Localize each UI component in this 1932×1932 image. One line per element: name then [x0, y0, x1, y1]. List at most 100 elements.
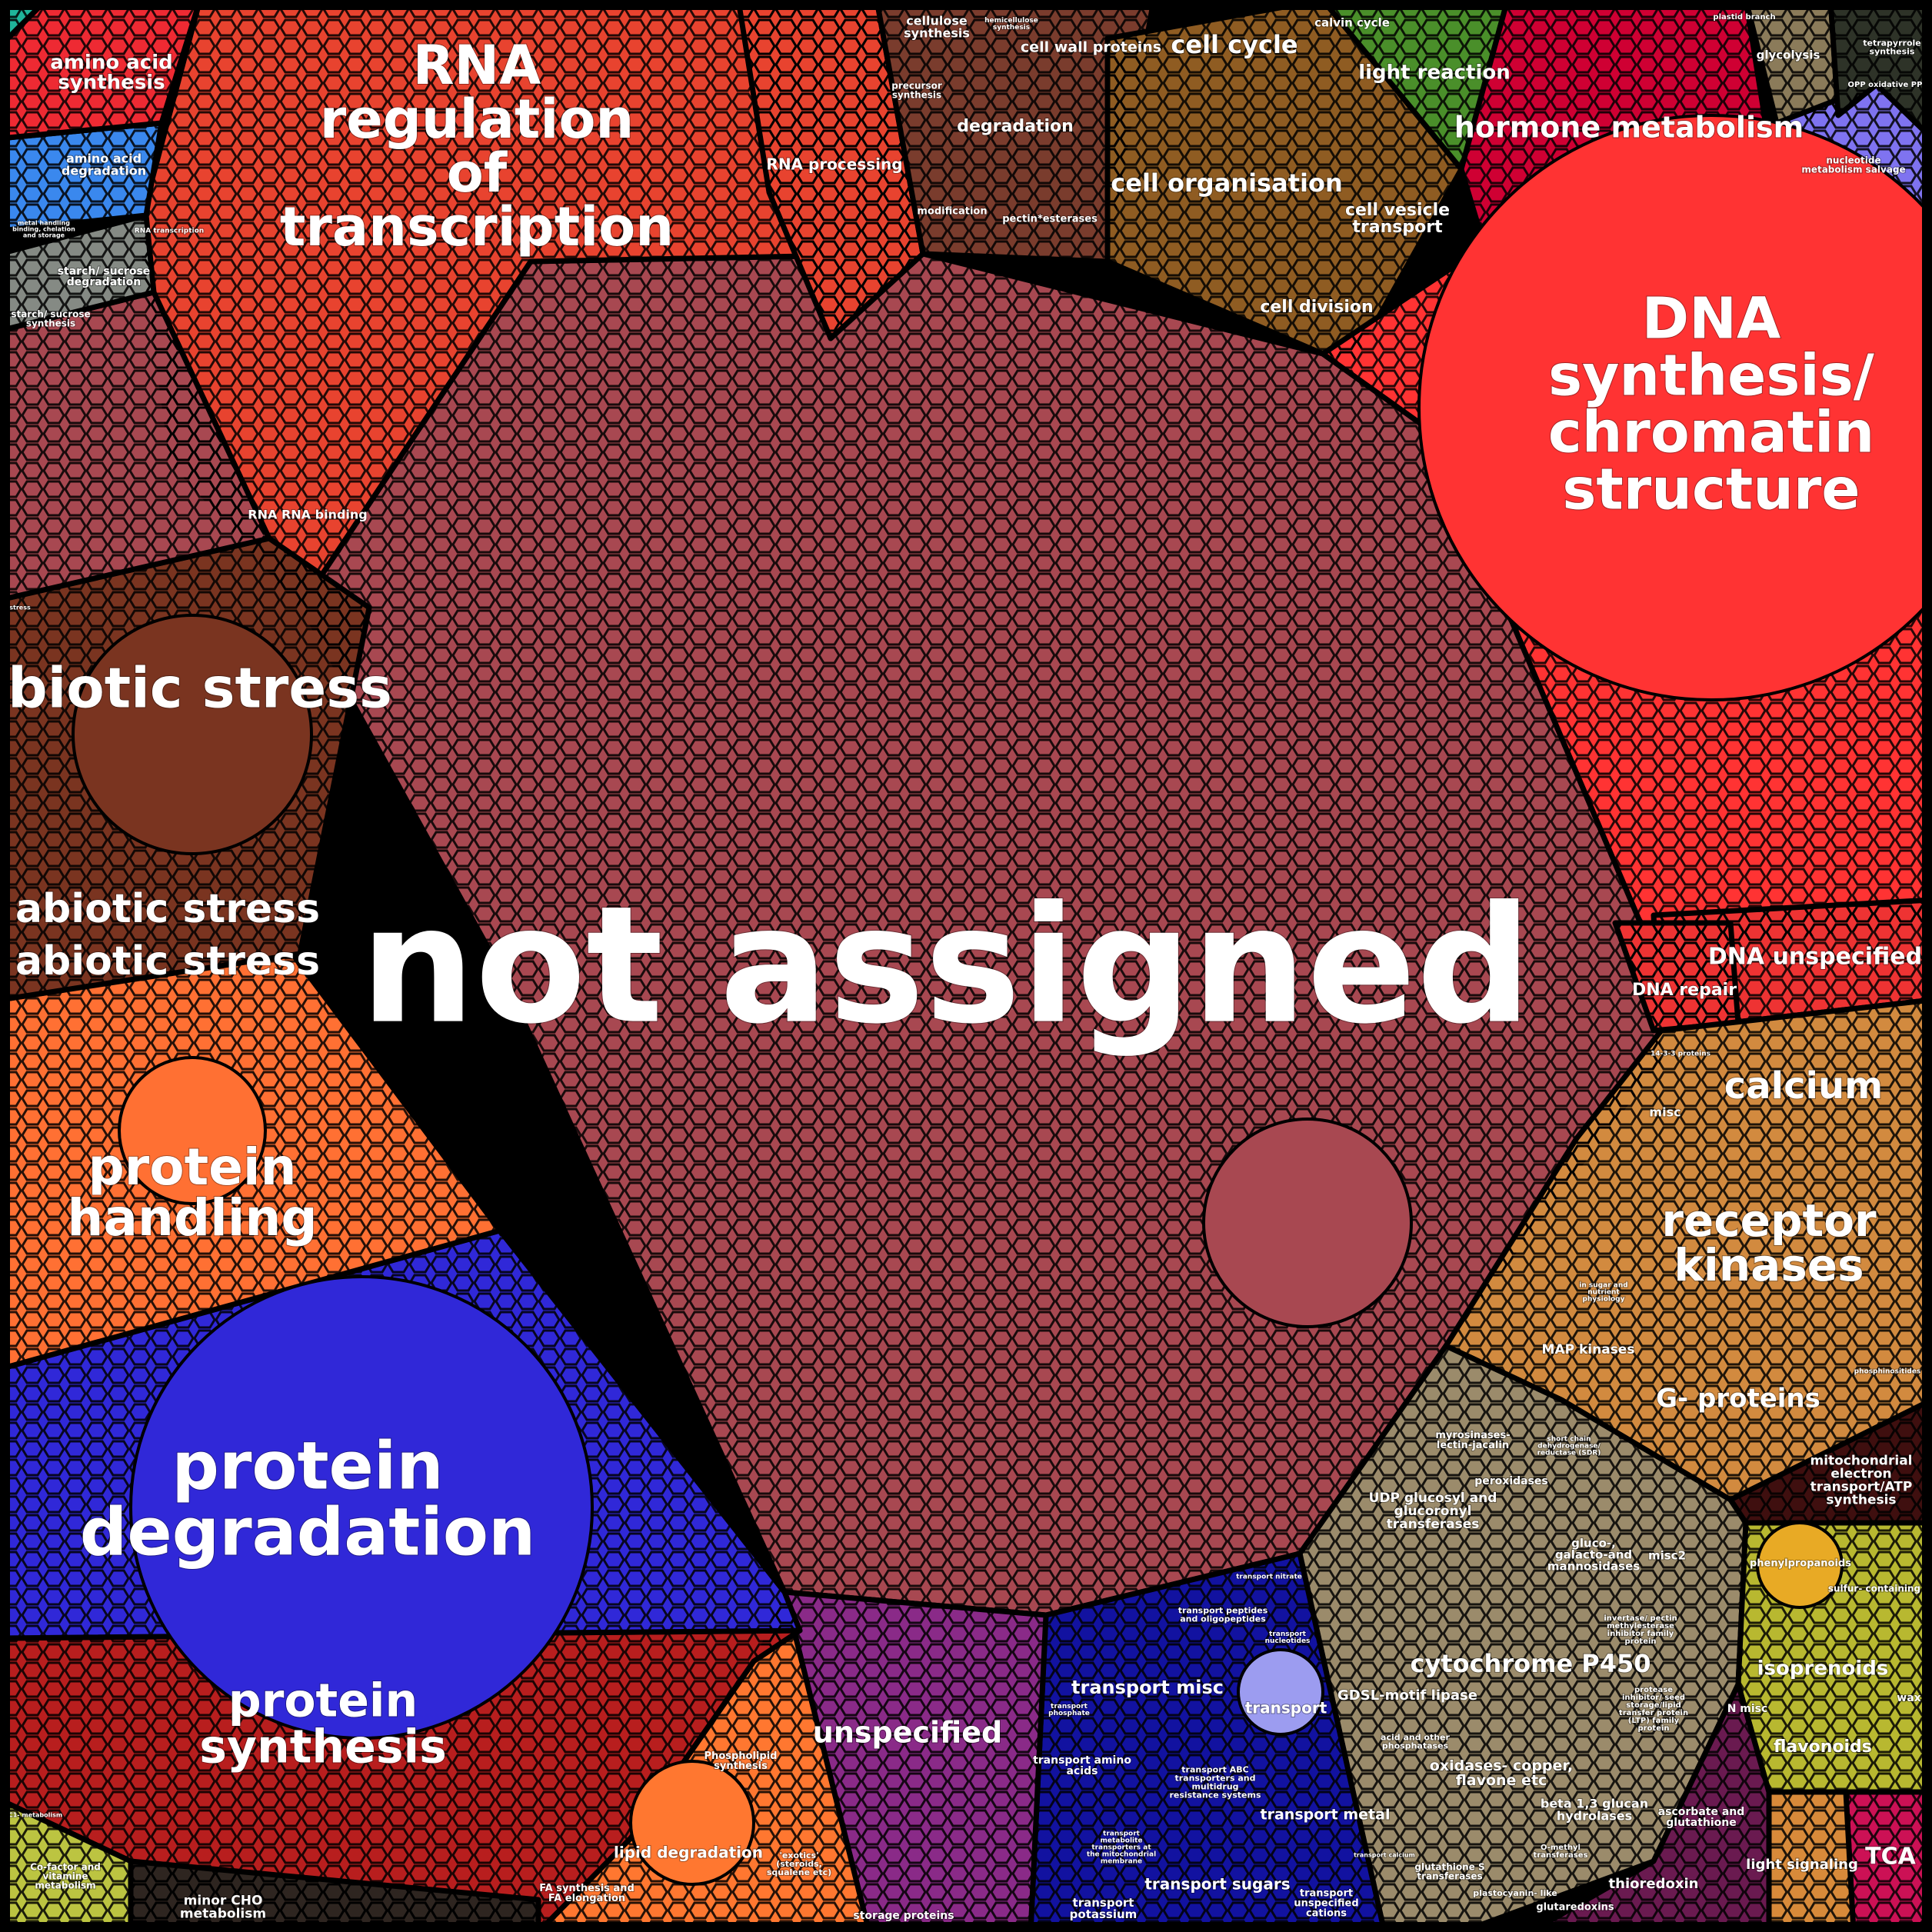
cell-pattern-minor-cho [131, 1861, 538, 1932]
sublabel-9: calvin cycle [1314, 16, 1390, 30]
sublabel-39: phenylpropanoids [1750, 1558, 1851, 1570]
sublabel-13: RNA transcription [135, 228, 204, 235]
sublabel-35: plastocyanin- like [1473, 1888, 1557, 1898]
sublabel-42: N misc [1727, 1703, 1768, 1715]
cell-pattern-light-reaction [1323, 0, 1507, 169]
sublabel-8: cell division [1260, 298, 1373, 317]
sublabel-51: transport metal [1261, 1807, 1391, 1824]
cell-pattern-starch [0, 215, 154, 331]
cell-pattern-lactoylglutathione [0, 0, 46, 46]
cell-pattern-amino-acid-synthesis [0, 0, 200, 138]
label-hormone-metabolism: hormone metabolism [1454, 111, 1804, 145]
sublabel-62: abiotic stress [15, 938, 320, 984]
label-dna-repair: DNA repair [1632, 981, 1737, 1000]
cell-pattern-metal-handling [0, 292, 269, 600]
sublabel-0: cell wall proteins [1021, 39, 1161, 56]
cell-pattern-misc [1300, 1346, 1746, 1932]
sublabel-37: glutaredoxins [1536, 1902, 1614, 1914]
label-tca: TCA [1865, 1844, 1916, 1870]
label-cell-organisation: cell organisation [1111, 168, 1342, 198]
sublabel-32: oxidases- copper,flavone etc [1430, 1757, 1573, 1789]
sublabel-20: MAP kinases [1542, 1342, 1635, 1357]
cell-pattern-rna-regulation [138, 0, 923, 608]
cell-pattern-transport [1031, 1554, 1384, 1932]
cell-pattern-light-signaling [1769, 1792, 1854, 1932]
cell-pattern-redox [1531, 1684, 1769, 1932]
label-abiotic-stress: abiotic stress [15, 886, 320, 932]
not-assigned-cluster-circle [1202, 1118, 1413, 1328]
sublabel-10: plastid branch [1713, 13, 1775, 22]
cell-pattern-unspecified [784, 1592, 1046, 1932]
phenylpropanoids-circle [1756, 1521, 1844, 1609]
label-cell-wall: degradation [957, 117, 1074, 136]
sublabel-16: stress [9, 605, 31, 611]
cell-pattern-amino-acid-degradation [0, 123, 162, 231]
sublabel-41: flavonoids [1774, 1737, 1872, 1757]
sublabel-60: storage proteins [853, 1910, 954, 1922]
label-light-signaling: light signaling [1746, 1857, 1858, 1873]
sublabel-53: transport sugars [1144, 1875, 1290, 1894]
sublabel-22: myrosinases-lectin-jacalin [1435, 1430, 1510, 1451]
label-transport: transport misc [1071, 1677, 1224, 1698]
label-lipid: lipid degradation [614, 1844, 763, 1862]
label-misc: cytochrome P450 [1410, 1649, 1651, 1678]
protein-degradation-circle [129, 1275, 594, 1740]
cell-pattern-dna-repair [1615, 923, 1738, 1031]
biotic-stress-circle [72, 614, 313, 855]
dna-cluster-circle [1417, 114, 1932, 701]
label-not-assigned: not assigned [360, 871, 1532, 1060]
label-light-reaction: light reaction [1358, 62, 1511, 85]
sublabel-40: sulfur- containing [1828, 1584, 1920, 1594]
label-secondary-metabolism: isoprenoids [1757, 1657, 1889, 1681]
sublabel-27: misc2 [1648, 1549, 1686, 1563]
transport-circle [1237, 1648, 1324, 1736]
cell-pattern-protein-synthesis [0, 1631, 800, 1932]
cell-pattern-signalling [1446, 1000, 1932, 1500]
sublabel-5: pectin*esterases [1002, 214, 1098, 225]
sublabel-61: C1- metabolism [8, 1812, 62, 1819]
cell-pattern-rna-processing [738, 0, 923, 338]
sublabel-11: OPP oxidative PP [1848, 81, 1923, 89]
label-glycolysis: glycolysis [1757, 48, 1820, 62]
sublabel-4: modification [917, 206, 987, 218]
label-redox: thioredoxin [1609, 1876, 1699, 1892]
sublabel-21: phosphinositides [1854, 1368, 1921, 1376]
label-rna-processing: RNA processing [766, 155, 902, 174]
sublabel-46: transport nitrate [1236, 1574, 1302, 1581]
protein-handling-circle [118, 1056, 267, 1205]
